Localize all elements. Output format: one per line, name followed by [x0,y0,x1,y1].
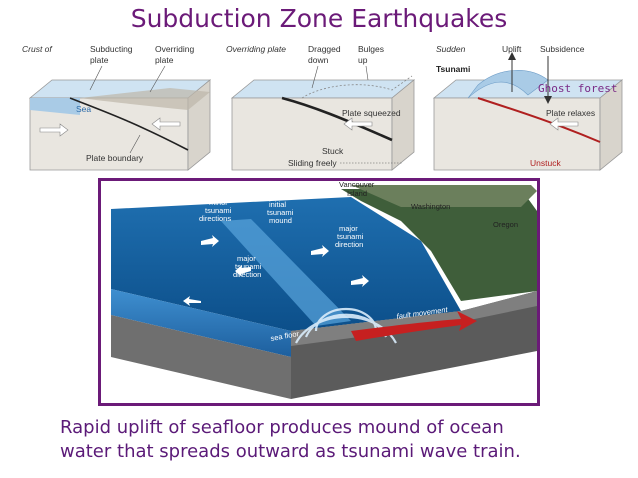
label-major-direction-left-3: direction [233,270,261,279]
label-major-direction-right-3: direction [335,240,363,249]
label-initial-mound-1: initial [269,200,286,209]
label-dragged-down-2: down [308,55,329,65]
label-tsunami: Tsunami [436,64,470,74]
label-crust-of: Crust of [22,44,53,54]
label-minor-directions-1: minor [209,198,228,207]
tsunami-block-diagram: Vancouver Island Washington Oregon minor… [98,178,540,406]
label-oregon: Oregon [493,220,518,229]
panel-locked: Overriding plate Dragged down Bulges up … [222,40,426,182]
label-vancouver-island-1: Vancouver [339,181,375,189]
label-vancouver-island-2: Island [347,189,367,198]
label-plate-squeezed: Plate squeezed [342,108,401,118]
label-minor-directions-3: directions [199,214,231,223]
label-major-direction-left-1: major [237,254,256,263]
page-title: Subduction Zone Earthquakes [130,4,508,33]
label-unstuck: Unstuck [530,158,561,168]
label-minor-directions-2: tsunami [205,206,232,215]
label-dragged-down-1: Dragged [308,44,341,54]
label-stuck: Stuck [322,146,344,156]
label-overriding-plate: Overriding plate [226,44,286,54]
label-sliding-freely: Sliding freely [288,158,337,168]
panel-plates: Crust of Subducting plate Overriding pla… [20,40,220,182]
caption-line-1: Rapid uplift of seafloor produces mound … [60,417,504,438]
label-subducting-plate-2: plate [90,55,109,65]
label-ghost-forest: Ghost forest [538,82,618,95]
label-subducting-plate-1: Subducting [90,44,133,54]
label-bulges-up-1: Bulges [358,44,384,54]
caption-line-2: water that spreads outward as tsunami wa… [60,441,521,462]
label-washington: Washington [411,202,450,211]
label-uplift: Uplift [502,44,522,54]
caption: Rapid uplift of seafloor produces mound … [60,416,620,464]
label-overriding-plate-1: Overriding [155,44,194,54]
label-overriding-plate-2: plate [155,55,174,65]
label-plate-relaxes: Plate relaxes [546,108,595,118]
panel-release: Sudden Uplift Subsidence Tsunami Plate r… [428,40,628,182]
label-major-direction-left-2: tsunami [235,262,262,271]
label-sudden: Sudden [436,44,466,54]
label-plate-boundary: Plate boundary [86,153,144,163]
label-subsidence: Subsidence [540,44,585,54]
label-sea: Sea [76,104,91,114]
label-major-direction-right-2: tsunami [337,232,364,241]
label-major-direction-right-1: major [339,224,358,233]
label-initial-mound-3: mound [269,216,292,225]
label-initial-mound-2: tsunami [267,208,294,217]
label-bulges-up-2: up [358,55,368,65]
